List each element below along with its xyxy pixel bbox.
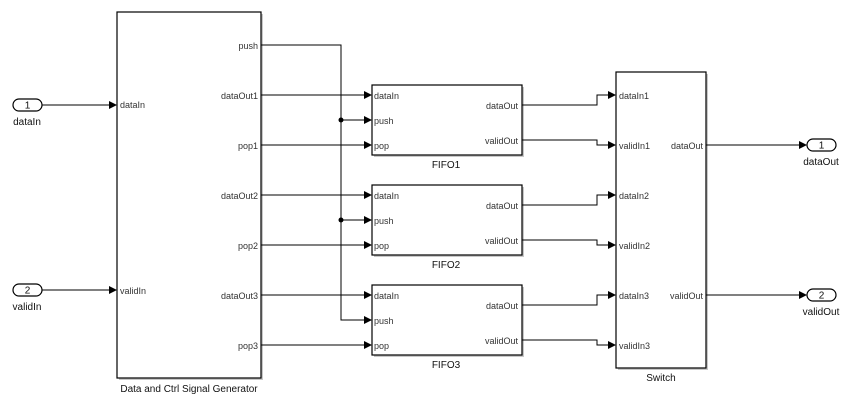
arrow-icon [608,341,616,349]
signal-line[interactable] [522,194,610,206]
arrow-icon [608,141,616,149]
arrow-icon [364,91,372,99]
fifo1-block[interactable]: dataIn push pop dataOut validOut FIFO1 [371,84,524,171]
signal-line[interactable] [522,139,610,146]
fifo3-out-port-label: dataOut [486,301,519,311]
generator-name: Data and Ctrl Signal Generator [120,384,258,395]
outport-1[interactable]: 1 dataOut [803,138,839,168]
fifo2-in-port-label: pop [374,241,389,251]
arrow-icon [364,341,372,349]
switch-block[interactable]: dataIn1 validIn1 dataIn2 validIn2 dataIn… [615,71,708,384]
outport-2[interactable]: 2 validOut [803,288,840,318]
arrow-icon [364,241,372,249]
fifo2-in-port-label: push [374,216,394,226]
arrow-icon [364,216,372,224]
switch-out-port-label: validOut [670,291,704,301]
outport-2-number: 2 [819,291,825,302]
fifo1-body[interactable] [371,84,523,156]
signal-line[interactable] [522,239,610,246]
fifo1-out-port-label: dataOut [486,101,519,111]
arrow-icon [364,141,372,149]
signal-lines [42,44,801,346]
fifo3-in-port-label: push [374,316,394,326]
fifo3-body[interactable] [371,284,523,356]
arrow-icon [799,291,807,299]
switch-in-port-label: validIn3 [619,341,650,351]
fifo2-body[interactable] [371,184,523,256]
switch-in-port-label: dataIn3 [619,291,649,301]
generator-out-port-label: dataOut3 [221,291,258,301]
generator-out-port-label: dataOut1 [221,91,258,101]
generator-in-port-label: dataIn [120,100,145,110]
switch-body[interactable] [615,71,707,369]
signal-line[interactable] [522,94,610,106]
arrow-icon [608,91,616,99]
fifo1-out-port-label: validOut [485,136,519,146]
arrow-icon [608,191,616,199]
switch-in-port-label: validIn1 [619,141,650,151]
signal-line[interactable] [522,294,610,306]
generator-out-port-label: pop3 [238,341,258,351]
branch-point [338,217,344,223]
generator-out-port-label: pop1 [238,141,258,151]
arrow-icon [608,291,616,299]
fifo2-block[interactable]: dataIn push pop dataOut validOut FIFO2 [371,184,524,271]
arrow-icon [608,241,616,249]
fifo3-name: FIFO3 [432,360,461,371]
inport-2-number: 2 [25,286,31,297]
push-signal-line[interactable] [261,44,366,321]
fifo1-in-port-label: dataIn [374,91,399,101]
generator-block[interactable]: dataIn validIn push dataOut1 pop1 dataOu… [116,11,263,395]
inport-1-label: dataIn [13,117,41,128]
outport-1-number: 1 [819,141,825,152]
arrow-icon [364,116,372,124]
arrow-icon [109,286,117,294]
outport-2-label: validOut [803,307,840,318]
branch-point [338,117,344,123]
arrow-icon [109,101,117,109]
inport-1[interactable]: 1 dataIn [12,98,43,128]
inport-2-label: validIn [13,302,42,313]
fifo3-in-port-label: dataIn [374,291,399,301]
switch-in-port-label: dataIn1 [619,91,649,101]
arrow-icon [364,291,372,299]
fifo3-in-port-label: pop [374,341,389,351]
signal-line[interactable] [522,339,610,346]
arrow-icon [364,191,372,199]
switch-in-port-label: dataIn2 [619,191,649,201]
fifo3-out-port-label: validOut [485,336,519,346]
generator-out-port-label: push [238,41,258,51]
switch-name: Switch [646,373,675,384]
fifo1-in-port-label: pop [374,141,389,151]
generator-out-port-label: dataOut2 [221,191,258,201]
arrow-icon [799,141,807,149]
fifo1-name: FIFO1 [432,160,461,171]
generator-in-port-label: validIn [120,286,146,296]
inport-1-number: 1 [25,101,31,112]
arrow-icon [364,316,372,324]
switch-in-port-label: validIn2 [619,241,650,251]
generator-out-port-label: pop2 [238,241,258,251]
fifo2-name: FIFO2 [432,260,461,271]
fifo3-block[interactable]: dataIn push pop dataOut validOut FIFO3 [371,284,524,371]
inport-2[interactable]: 2 validIn [12,283,43,313]
fifo2-in-port-label: dataIn [374,191,399,201]
fifo2-out-port-label: dataOut [486,201,519,211]
switch-out-port-label: dataOut [671,141,704,151]
fifo2-out-port-label: validOut [485,236,519,246]
fifo1-in-port-label: push [374,116,394,126]
arrowheads [109,91,807,349]
outport-1-label: dataOut [803,157,839,168]
